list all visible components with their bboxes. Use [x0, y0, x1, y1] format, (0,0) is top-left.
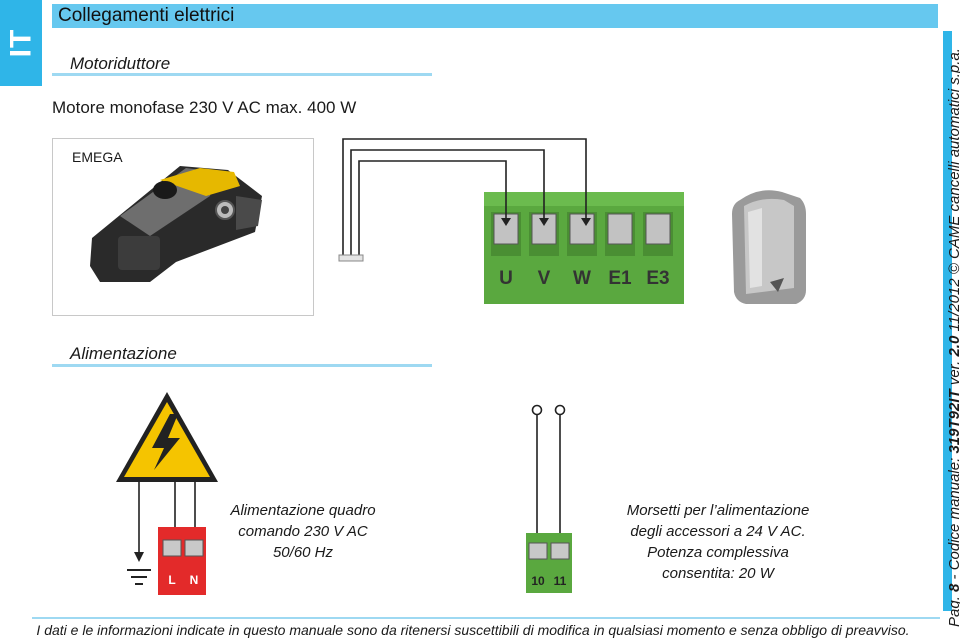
- terminal-label-u: U: [499, 268, 513, 289]
- gearmotor-icon: [90, 166, 262, 282]
- power-desc-line-1: Alimentazione quadro: [230, 502, 376, 519]
- ground-icon: [127, 569, 151, 585]
- accessory-label-10: 10: [531, 574, 545, 588]
- copyright-text: © CAME cancelli automatici s.p.a.: [946, 48, 960, 274]
- terminal-label-e3: E3: [646, 268, 669, 289]
- terminal-label-e1: E1: [608, 268, 632, 289]
- motor-spec-text: Motore monofase 230 V AC max. 400 W: [52, 98, 357, 117]
- page-number: 8: [946, 584, 960, 592]
- accessories-desc-line-4: consentita: 20 W: [662, 565, 774, 582]
- accessories-desc-line-3: Potenza complessiva: [647, 544, 789, 561]
- accessory-wires: [531, 404, 566, 550]
- manual-info-vertical: Pag. 8 - Codice manuale: 319T92IT ver. 2…: [946, 48, 960, 627]
- page-label: Pag.: [946, 596, 960, 627]
- manual-date: 11/2012: [946, 278, 960, 332]
- terminal-label-w: W: [573, 268, 591, 289]
- side-stripe: [943, 31, 952, 611]
- accessories-description: Morsetti per l’alimentazione degli acces…: [612, 500, 824, 584]
- power-desc-line-3: 50/60 Hz: [272, 544, 334, 561]
- power-description: Alimentazione quadro comando 230 V AC 50…: [228, 500, 378, 563]
- accessories-desc-line-1: Morsetti per l’alimentazione: [626, 502, 810, 519]
- motor-section-underline: [52, 73, 432, 76]
- page-title: Collegamenti elettrici: [58, 5, 235, 26]
- motor-model-label: EMEGA: [72, 149, 123, 165]
- terminal-label-v: V: [538, 268, 551, 289]
- motor-cable-end: [338, 254, 364, 262]
- power-label-n: N: [190, 573, 199, 587]
- accessory-terminal-block: [526, 533, 572, 593]
- ground-arrow: [134, 552, 144, 562]
- wiring-diagram: U V W E1 E3: [32, 138, 940, 619]
- version-number: 2.0: [946, 335, 960, 357]
- accessory-label-11: 11: [554, 574, 567, 588]
- motor-wires: [342, 138, 587, 255]
- control-box-icon: [732, 190, 806, 304]
- high-voltage-warning-icon: [116, 392, 218, 482]
- language-tab: IT: [0, 0, 42, 86]
- power-section-title: Alimentazione: [70, 344, 177, 363]
- version-label: ver.: [946, 360, 960, 386]
- motor-wire-arrows: [501, 218, 591, 226]
- motor-terminal-block: [484, 192, 684, 304]
- power-section-underline: [52, 364, 432, 367]
- power-label-l: L: [168, 573, 175, 587]
- footer-disclaimer: I dati e le informazioni indicate in que…: [36, 622, 910, 638]
- section-header: Collegamenti elettrici: [52, 4, 938, 28]
- manual-code-label: - Codice manuale:: [946, 457, 960, 580]
- power-desc-line-2: comando 230 V AC: [238, 523, 368, 540]
- power-terminal-block: [158, 527, 206, 595]
- motor-section-title: Motoriduttore: [70, 54, 171, 73]
- manual-code: 319T92IT: [946, 389, 960, 454]
- accessories-desc-line-2: degli accessori a 24 V AC.: [630, 523, 806, 540]
